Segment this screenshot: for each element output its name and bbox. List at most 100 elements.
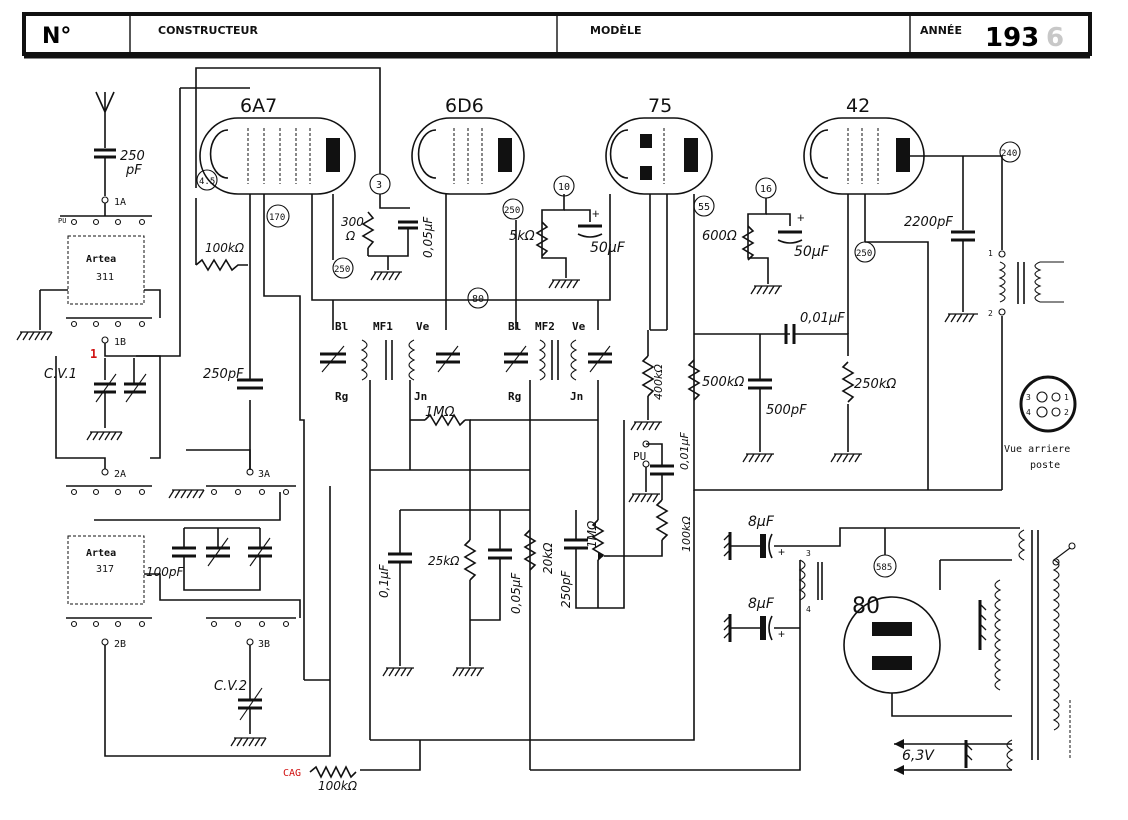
c-8-1: 8μF (748, 514, 775, 530)
antenna-capacitor: 250 pF (94, 148, 145, 196)
vue-arriere-label: Vue arriere (1004, 444, 1070, 455)
no-label: N° (42, 24, 71, 49)
tube-6d6: 6D6 (411, 95, 525, 195)
cv2-label: C.V.2 (214, 679, 247, 694)
main-wiring: 100kΩ 250pF 300 Ω 0,05μF + 5kΩ 50μF (136, 67, 1064, 793)
badge-16: 16 (760, 184, 772, 195)
power-supply: + 8μF + 8μF 3 4 (723, 514, 1076, 775)
svg-text:+: + (592, 206, 600, 221)
header-bar: N° CONSTRUCTEUR MODÈLE ANNÉE 193 6 (22, 12, 1092, 59)
sw-3a-label: 3A (258, 469, 270, 480)
mf1-transformer: Bl MF1 Ve Rg Jn (320, 320, 460, 403)
cv1-label: C.V.1 (44, 367, 77, 382)
antenna-symbol (95, 91, 115, 148)
socket-pin-1: 1 (1064, 393, 1069, 402)
artea-317-name: Artea (86, 548, 116, 559)
artea-311-num: 311 (96, 272, 114, 283)
ground-symbols (16, 271, 978, 747)
tube-6a7-label: 6A7 (240, 95, 277, 117)
mf2-label: MF2 (535, 320, 555, 333)
artea-317-num: 317 (96, 564, 114, 575)
trim-caps-317: 100pF (146, 527, 272, 591)
mf2-ve: Ve (572, 320, 586, 333)
wave-switch-bank: 1A PU 1B 2A 2B 3A 3B (39, 194, 331, 757)
r-5k: 5kΩ (509, 229, 535, 244)
mf2-jn: Jn (570, 390, 583, 403)
c-001-pu: 0,01μF (678, 432, 691, 470)
artea-311-name: Artea (86, 254, 116, 265)
r-20k: 20kΩ (541, 542, 555, 574)
tube-80-label: 80 (852, 594, 880, 619)
svg-text:4: 4 (806, 605, 811, 614)
pin-badges: 4.5 170 3 250 250 80 10 55 16 250 240 58… (196, 141, 1021, 578)
pu-label: PU (633, 450, 646, 463)
year-text: 193 (985, 23, 1039, 53)
badge-250-b: 250 (334, 265, 350, 275)
badge-4-5: 4.5 (199, 177, 215, 187)
sw-1b-label: 1B (114, 337, 126, 348)
mf1-label: MF1 (373, 320, 393, 333)
sw-2b-label: 2B (114, 639, 126, 650)
tube-75-label: 75 (648, 95, 672, 117)
c-005-1: 0,05μF (421, 216, 435, 258)
tube-42: 42 (803, 95, 925, 195)
c-ant-value: 250 (120, 149, 145, 164)
sw-1a-label: 1A (114, 197, 126, 208)
tube-42-label: 42 (846, 95, 870, 117)
c-2200: 2200pF (904, 215, 953, 230)
mf1-ve: Ve (416, 320, 430, 333)
badge-55: 55 (698, 202, 710, 213)
c-100pf: 100pF (146, 565, 185, 579)
modele-label: MODÈLE (590, 24, 641, 37)
year-last-digit: 6 (1046, 23, 1064, 53)
r-100k-top: 100kΩ (205, 241, 245, 255)
coil-artea-311: Artea 311 (67, 235, 145, 305)
sw-2a-label: 2A (114, 469, 126, 480)
c-005-2: 0,05μF (509, 572, 523, 614)
c-8-2: 8μF (748, 596, 775, 612)
mf1-bl: Bl (335, 320, 348, 333)
socket-pin-2: 2 (1064, 408, 1069, 417)
r-cag: 100kΩ (318, 779, 358, 793)
c-50-2: 50μF (794, 244, 830, 260)
r-1m-pot: 1MΩ (585, 520, 599, 548)
c-50-1: 50μF (590, 240, 626, 256)
svg-text:3: 3 (806, 549, 811, 558)
coil-artea-317: Artea 317 (67, 535, 145, 605)
tube-6a7: 6A7 (199, 95, 356, 195)
svg-text:1: 1 (988, 249, 993, 258)
svg-text:+: + (797, 210, 805, 225)
badge-3: 3 (376, 180, 382, 191)
r-500k: 500kΩ (702, 375, 744, 390)
constructeur-label: CONSTRUCTEUR (158, 24, 258, 37)
svg-text:+: + (778, 545, 785, 559)
sw-pu-label: PU (58, 217, 66, 225)
svg-text:2: 2 (988, 309, 993, 318)
svg-text:+: + (778, 627, 785, 641)
r-600: 600Ω (702, 229, 737, 244)
r-300-unit: Ω (345, 229, 356, 243)
cag-label: CAG (283, 768, 301, 779)
tube-80: 80 (843, 594, 941, 694)
r-25k: 25kΩ (428, 554, 460, 568)
tube-6d6-label: 6D6 (445, 95, 484, 117)
badge-250-c: 250 (856, 249, 872, 259)
c-01: 0,1μF (377, 563, 391, 598)
tuning-cap-cv2: C.V.2 (214, 672, 263, 734)
r-400k: 400kΩ (652, 364, 665, 400)
c-500pf: 500pF (766, 403, 807, 418)
badge-250-a: 250 (504, 206, 520, 216)
c-250pf-low: 250pF (559, 569, 573, 608)
r-300: 300 (341, 215, 364, 229)
socket-pin-4: 4 (1026, 408, 1031, 417)
sw-3b-label: 3B (258, 639, 270, 650)
red-one-marker: 1 (90, 347, 97, 361)
badge-240: 240 (1001, 149, 1017, 159)
r-250k: 250kΩ (854, 377, 896, 392)
annee-label: ANNÉE (920, 24, 962, 37)
socket-pin-3: 3 (1026, 393, 1031, 402)
badge-170: 170 (269, 213, 285, 223)
mf2-transformer: Bl MF2 Ve Rg Jn (504, 320, 612, 403)
c-001-top: 0,01μF (800, 311, 845, 326)
